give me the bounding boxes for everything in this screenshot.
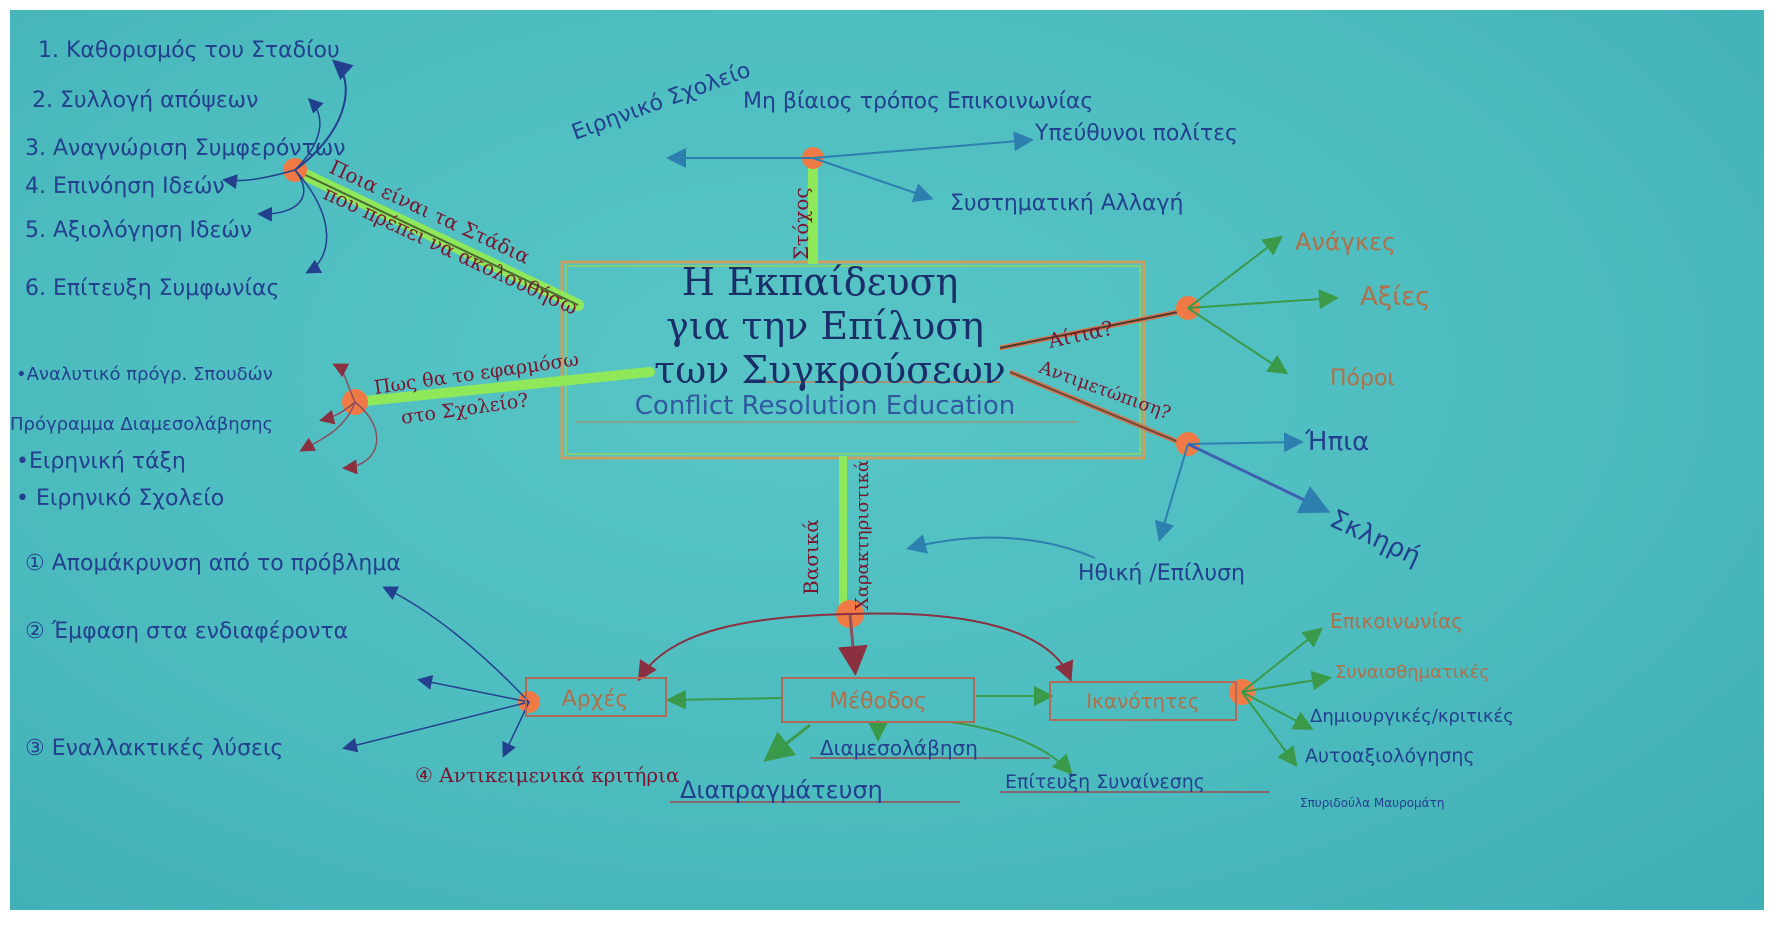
features-branch-label-2: Χαρακτηριστικά xyxy=(852,460,873,610)
cause-item: Πόροι xyxy=(1330,366,1395,391)
mind-map: Η Εκπαίδευση για την Επίλυση των Συγκρού… xyxy=(10,38,1514,810)
stage-item: 1. Καθορισμός του Σταδίου xyxy=(38,38,340,63)
signature: Σπυριδούλα Μαυρομάτη xyxy=(1300,796,1444,810)
principle-item: ① Απομάκρυνση από το πρόβλημα xyxy=(25,551,401,576)
skills-label: Ικανότητες xyxy=(1086,689,1200,713)
causes-branch-label: Αίτια? xyxy=(1045,316,1115,353)
method-box xyxy=(781,677,975,723)
poster-board: Η Εκπαίδευση για την Επίλυση των Συγκρού… xyxy=(10,10,1764,910)
method-item: Διαπραγμάτευση xyxy=(680,776,883,804)
handling-item: Ήπια xyxy=(1304,427,1369,457)
goal-item: Μη βίαιος τρόπος Επικοινωνίας xyxy=(743,89,1093,114)
skill-item: Συναισθηματικές xyxy=(1335,662,1490,683)
method-label: Μέθοδος xyxy=(829,689,927,714)
central-title-line-3: των Συγκρούσεων xyxy=(654,348,1006,392)
principle-item: ④ Αντικειμενικά κριτήρια xyxy=(415,763,679,787)
method-item: Διαμεσολάβηση xyxy=(820,736,978,760)
school-item: •Αναλυτικό πρόγρ. Σπουδών xyxy=(16,364,273,385)
goal-branch-label: Στόχος xyxy=(789,187,813,260)
skills-box xyxy=(1049,681,1237,721)
principle-item: ③ Εναλλακτικές λύσεις xyxy=(25,736,283,761)
stage-item: 2. Συλλογή απόψεων xyxy=(32,88,258,113)
school-branch-line xyxy=(350,367,655,407)
principle-item: ② Έμφαση στα ενδιαφέροντα xyxy=(25,619,348,644)
method-item: Επίτευξη Συναίνεσης xyxy=(1005,771,1205,793)
goal-item: Υπεύθυνοι πολίτες xyxy=(1034,121,1238,146)
central-title-line-2: για την Επίλυση xyxy=(666,304,984,348)
skill-item: Επικοινωνίας xyxy=(1330,609,1463,633)
stage-item: 6. Επίτευξη Συμφωνίας xyxy=(25,276,279,301)
stages-branch-label-2: που πρέπει να ακολουθήσω xyxy=(320,181,582,320)
features-branch-label-1: Βασικά xyxy=(799,519,823,595)
central-title-line-1: Η Εκπαίδευση xyxy=(682,260,959,304)
cause-item: Ανάγκες xyxy=(1295,228,1396,256)
goal-item: Ειρηνικό Σχολείο xyxy=(569,58,754,146)
goal-item: Συστηματική Αλλαγή xyxy=(950,191,1183,216)
school-item: •Ειρηνική τάξη xyxy=(16,449,186,474)
school-item: Πρόγραμμα Διαμεσολάβησης xyxy=(10,414,273,435)
stage-item: 3. Αναγνώριση Συμφερόντων xyxy=(25,136,346,161)
stage-item: 5. Αξιολόγηση Ιδεών xyxy=(25,218,252,243)
stage-item: 4. Επινόηση Ιδεών xyxy=(25,174,225,199)
school-item: • Ειρηνικό Σχολείο xyxy=(16,486,224,511)
cause-item: Αξίες xyxy=(1360,282,1430,312)
handling-item: Σκληρή xyxy=(1325,504,1425,572)
central-subtitle: Conflict Resolution Education xyxy=(635,391,1015,421)
principles-box xyxy=(525,677,667,717)
principles-label: Αρχές xyxy=(562,687,629,712)
skill-item: Αυτοαξιολόγησης xyxy=(1305,745,1475,767)
central-box xyxy=(560,260,1146,460)
handling-item: Ηθική /Επίλυση xyxy=(1078,561,1245,586)
skill-item: Δημιουργικές/κριτικές xyxy=(1310,706,1514,727)
